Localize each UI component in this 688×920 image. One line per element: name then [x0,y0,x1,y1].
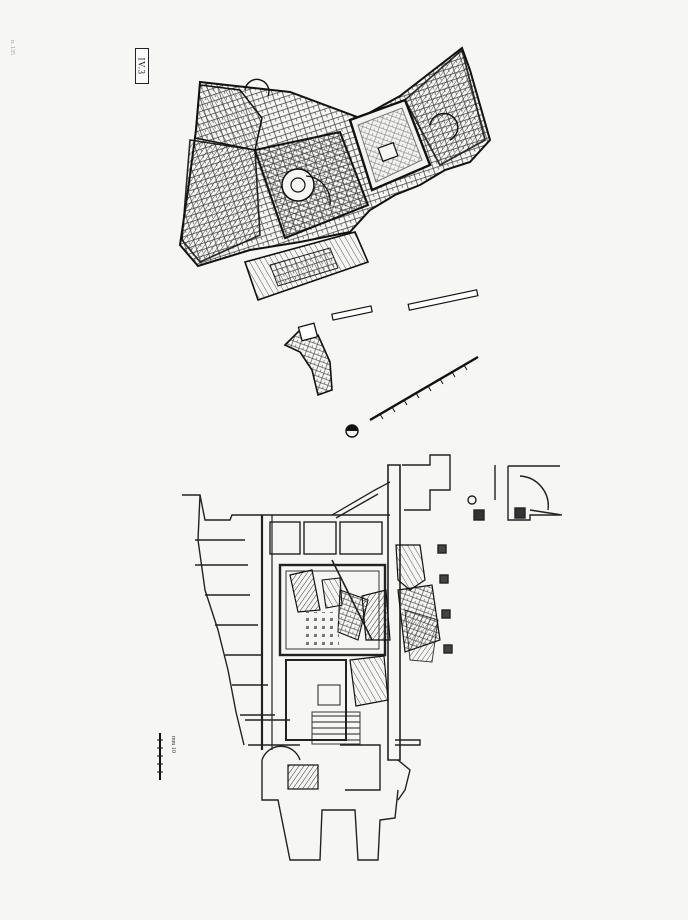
upper-scale-bar [369,355,479,422]
room-n2 [303,521,337,555]
wall-fragment-2 [407,289,479,311]
upper-excavation-plan [178,46,492,438]
south-apse-fragment [287,764,319,790]
staircase [311,711,361,745]
central-circular-feature [281,168,315,202]
wall-fragment-1 [331,305,373,321]
room-n3 [339,521,383,555]
far-east-wing [403,48,487,167]
lower-scale-bar: mm 10 [157,733,176,780]
plate-label: IV.3 [135,48,149,84]
pillar-base-grid [305,612,339,646]
north-boundary-wall [182,494,390,521]
east-corridor [387,464,401,761]
north-arrow [345,424,359,438]
lower-scale-label: mm 10 [170,736,176,753]
lower-ground-plan [182,454,563,861]
room-n1 [269,521,301,555]
northwest-masonry-block [194,84,263,151]
east-detail-plan [467,465,563,521]
